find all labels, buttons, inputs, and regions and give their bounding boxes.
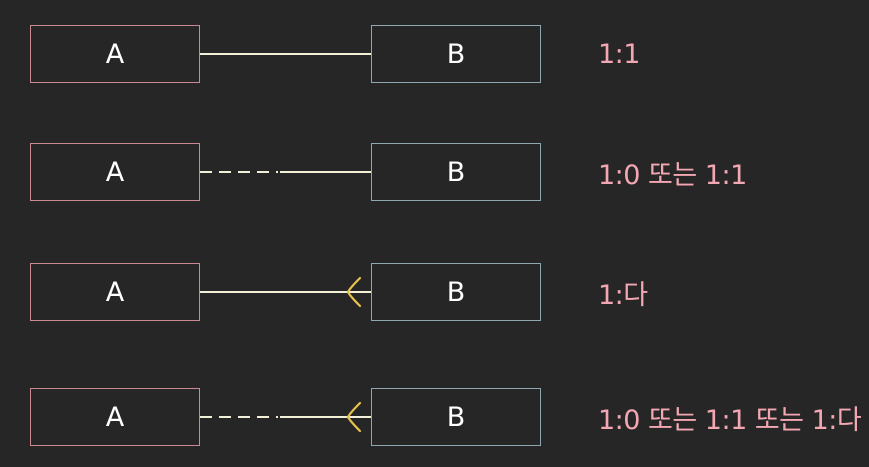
- entity-b-box: B: [371, 263, 541, 321]
- relationship-row-zero-one-or-many: A B 1:0 또는 1:1 또는 1:다: [0, 388, 869, 450]
- entity-a-box: A: [30, 25, 200, 83]
- entity-b-box: B: [371, 388, 541, 446]
- relationship-row-one-to-many: A B 1:다: [0, 263, 869, 325]
- relationship-connector: [200, 53, 372, 55]
- entity-a-box: A: [30, 388, 200, 446]
- cardinality-label: 1:0 또는 1:1 또는 1:다: [598, 404, 862, 436]
- entity-a-box: A: [30, 143, 200, 201]
- cardinality-label: 1:1: [598, 38, 640, 70]
- relationship-row-zero-or-one: A B 1:0 또는 1:1: [0, 143, 869, 205]
- entity-b-box: B: [371, 143, 541, 201]
- relationship-connector: [200, 276, 372, 308]
- relationship-row-one-to-one: A B 1:1: [0, 25, 869, 87]
- cardinality-label: 1:다: [598, 279, 648, 311]
- crows-foot-many-icon: [346, 276, 362, 308]
- crows-foot-many-icon: [346, 401, 362, 433]
- relationship-connector: [200, 401, 372, 433]
- entity-b-box: B: [371, 25, 541, 83]
- cardinality-label: 1:0 또는 1:1: [598, 159, 747, 191]
- entity-a-box: A: [30, 263, 200, 321]
- relationship-connector: [200, 171, 372, 173]
